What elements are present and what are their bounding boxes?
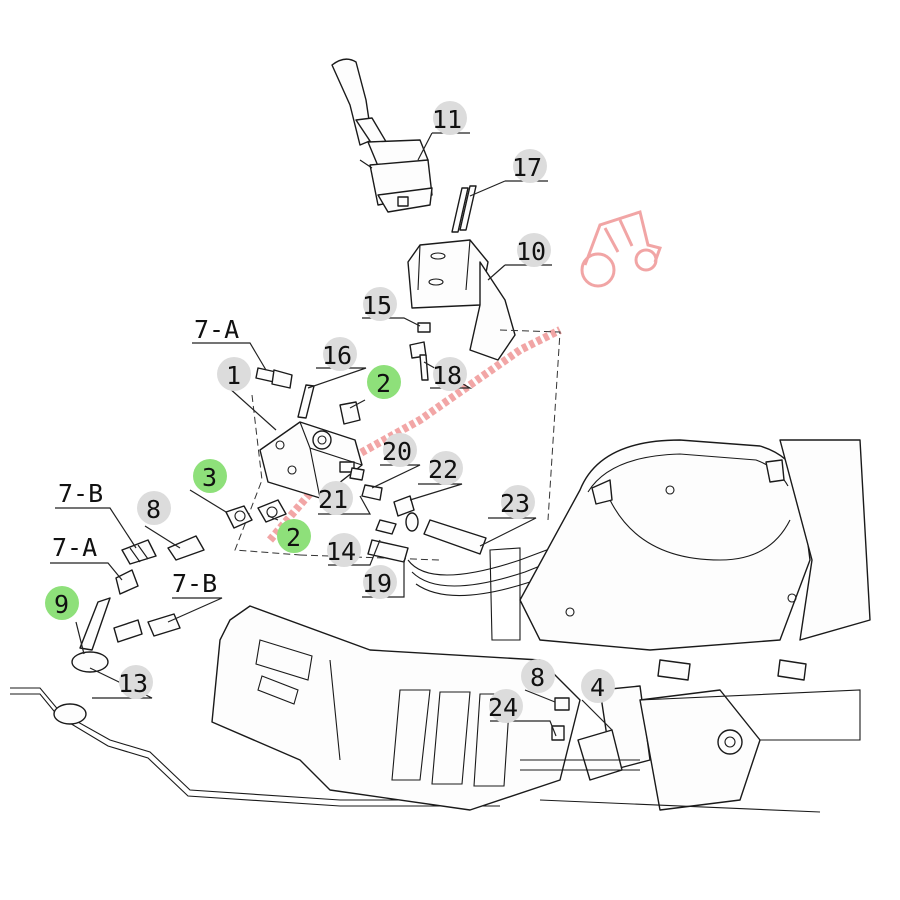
fitting-3 [225, 505, 253, 529]
callout-label-2-bottom: 2 [286, 523, 301, 552]
bolt-16 [297, 384, 315, 419]
callout-label-2-top: 2 [376, 369, 391, 398]
callout-label-23: 23 [500, 489, 530, 518]
callout-label-10: 10 [516, 237, 546, 266]
callout-label-7a-top: 7-A [194, 315, 239, 344]
callout-label-14: 14 [326, 537, 356, 566]
callout-bubbles [45, 101, 615, 723]
callout-bubble-19 [363, 565, 397, 599]
hydraulic-hose-23 [407, 519, 566, 597]
fitting-2-bottom [257, 499, 287, 523]
operator-seat [489, 439, 871, 651]
callout-label-18: 18 [432, 361, 462, 390]
callout-bubble-23 [501, 485, 535, 519]
callout-bubble-2-top [367, 365, 401, 399]
callout-bubble-24 [489, 689, 523, 723]
elbow-pipe-9 [71, 597, 143, 673]
callout-bubble-10 [517, 233, 551, 267]
callout-bubble-4 [581, 669, 615, 703]
callout-label-1: 1 [226, 361, 241, 390]
callout-label-21: 21 [318, 485, 348, 514]
control-valve-block [259, 421, 363, 499]
fitting-2-top [339, 401, 361, 425]
callout-label-7b-right: 7-B [172, 569, 217, 598]
callout-bubble-22 [429, 451, 463, 485]
callout-bubble-20 [383, 433, 417, 467]
tractor-frame-floor [211, 605, 581, 811]
pin-set [451, 185, 477, 233]
bolt-small [409, 322, 431, 381]
callout-bubble-18 [433, 357, 467, 391]
fittings-20-21 [349, 467, 383, 501]
callout-label-8-right: 8 [530, 663, 545, 692]
callout-label-17: 17 [512, 153, 542, 182]
fitting-7a-left [115, 569, 139, 595]
callout-bubble-2-bottom [277, 519, 311, 553]
callout-label-7a-left: 7-A [52, 533, 97, 562]
watermark-tractor-logo [266, 210, 662, 543]
callout-bubble-21 [319, 481, 353, 515]
callout-bubble-1 [217, 357, 251, 391]
fitting-7b-left [121, 539, 157, 565]
callout-label-13: 13 [118, 669, 148, 698]
control-rod [10, 687, 500, 807]
callout-bubble-8-left [137, 491, 171, 525]
callout-label-4: 4 [590, 673, 605, 702]
callout-bubble-9 [45, 586, 79, 620]
callout-bubble-8-right [521, 659, 555, 693]
callout-label-24: 24 [488, 693, 518, 722]
fitting-8-left [167, 535, 205, 561]
callout-bubble-15 [363, 287, 397, 321]
joystick-lever [331, 58, 433, 213]
callout-bubble-17 [513, 149, 547, 183]
callout-bubble-16 [323, 337, 357, 371]
callout-label-7b-left: 7-B [58, 479, 103, 508]
callout-label-3: 3 [202, 463, 217, 492]
callout-label-11: 11 [432, 105, 462, 134]
callout-bubble-11 [433, 101, 467, 135]
callout-labels: 11 17 10 15 18 7-A 16 2 1 20 22 3 21 23 … [52, 105, 605, 722]
callout-label-16: 16 [322, 341, 352, 370]
callout-label-19: 19 [362, 569, 392, 598]
callout-label-22: 22 [428, 455, 458, 484]
fitting-7a-top [255, 367, 293, 389]
mounting-bracket [407, 239, 516, 361]
callout-label-15: 15 [362, 291, 392, 320]
callout-label-20: 20 [382, 437, 412, 466]
fitting-7b-right [147, 613, 181, 637]
callout-bubble-3 [193, 459, 227, 493]
callout-label-8-left: 8 [146, 495, 161, 524]
linkage-assembly [520, 659, 861, 813]
callout-label-9: 9 [54, 590, 69, 619]
callout-bubble-13 [119, 665, 153, 699]
callout-bubble-14 [327, 533, 361, 567]
